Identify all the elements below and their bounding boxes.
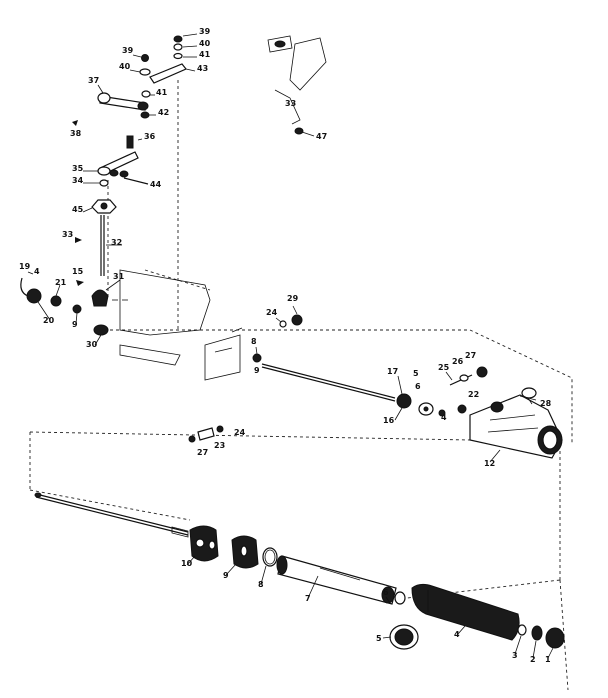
callout-label-30: 30 — [86, 340, 98, 349]
callout-label-15: 15 — [72, 267, 84, 276]
callout-label-29: 29 — [287, 294, 299, 303]
callout-label-40: 40 — [119, 62, 131, 71]
callout-label-35: 35 — [72, 164, 84, 173]
callout-label-23: 23 — [214, 441, 225, 450]
callout-label-6: 6 — [415, 382, 421, 391]
callout-label-24: 24 — [266, 308, 278, 317]
callout-label-4: 4 — [441, 413, 447, 422]
callout-label-39: 39 — [122, 46, 134, 55]
callout-label-33: 33 — [285, 99, 296, 108]
callout-label-39: 39 — [199, 27, 211, 36]
callout-label-41: 41 — [156, 88, 168, 97]
callout-label-16: 16 — [383, 416, 395, 425]
leader-lines — [27, 33, 554, 659]
callout-label-4: 4 — [454, 630, 460, 639]
callout-label-5: 5 — [376, 634, 382, 643]
housing-block — [119, 269, 243, 381]
upper-right-bracket — [267, 35, 327, 137]
callout-label-3: 3 — [512, 651, 518, 660]
callout-label-8: 8 — [258, 580, 264, 589]
middle-shaft-assembly — [252, 314, 488, 417]
callout-label-6: 6 — [383, 588, 389, 597]
callout-label-32: 32 — [111, 238, 122, 247]
callout-label-33: 33 — [62, 230, 73, 239]
callout-label-25: 25 — [438, 363, 450, 372]
callout-label-38: 38 — [70, 129, 82, 138]
callout-label-45: 45 — [72, 205, 84, 214]
callout-label-4: 4 — [34, 267, 40, 276]
callout-label-1: 1 — [545, 655, 551, 664]
callout-label-12: 12 — [484, 459, 495, 468]
callout-label-7: 7 — [305, 594, 311, 603]
callout-label-44: 44 — [150, 180, 162, 189]
lower-main-assembly — [189, 525, 565, 650]
callout-label-42: 42 — [158, 108, 169, 117]
callout-label-34: 34 — [72, 176, 84, 185]
right-housing-part — [469, 387, 563, 459]
callout-label-31: 31 — [113, 272, 125, 281]
callout-label-5: 5 — [413, 369, 419, 378]
long-lower-shaft — [34, 492, 189, 538]
callout-label-28: 28 — [540, 399, 552, 408]
callout-label-22: 22 — [468, 390, 479, 399]
callout-label-47: 47 — [316, 132, 327, 141]
upper-linkage-assembly — [72, 35, 187, 276]
callout-label-2: 2 — [530, 655, 536, 664]
callout-label-9: 9 — [223, 571, 229, 580]
callout-label-20: 20 — [43, 316, 55, 325]
callout-label-9: 9 — [72, 320, 78, 329]
callout-label-24: 24 — [234, 428, 246, 437]
callout-label-36: 36 — [144, 132, 156, 141]
callout-label-40: 40 — [199, 39, 211, 48]
small-fastener-group — [188, 425, 224, 443]
callout-label-41: 41 — [199, 50, 211, 59]
callout-label-26: 26 — [452, 357, 464, 366]
callout-label-27: 27 — [197, 448, 208, 457]
callout-label-43: 43 — [197, 64, 208, 73]
callout-label-19: 19 — [19, 262, 31, 271]
callout-label-21: 21 — [55, 278, 67, 287]
callout-label-8: 8 — [251, 337, 257, 346]
callout-label-9: 9 — [254, 366, 260, 375]
callout-label-37: 37 — [88, 76, 99, 85]
callout-label-27: 27 — [465, 351, 476, 360]
callout-label-10: 10 — [181, 559, 193, 568]
callout-label-17: 17 — [387, 367, 398, 376]
